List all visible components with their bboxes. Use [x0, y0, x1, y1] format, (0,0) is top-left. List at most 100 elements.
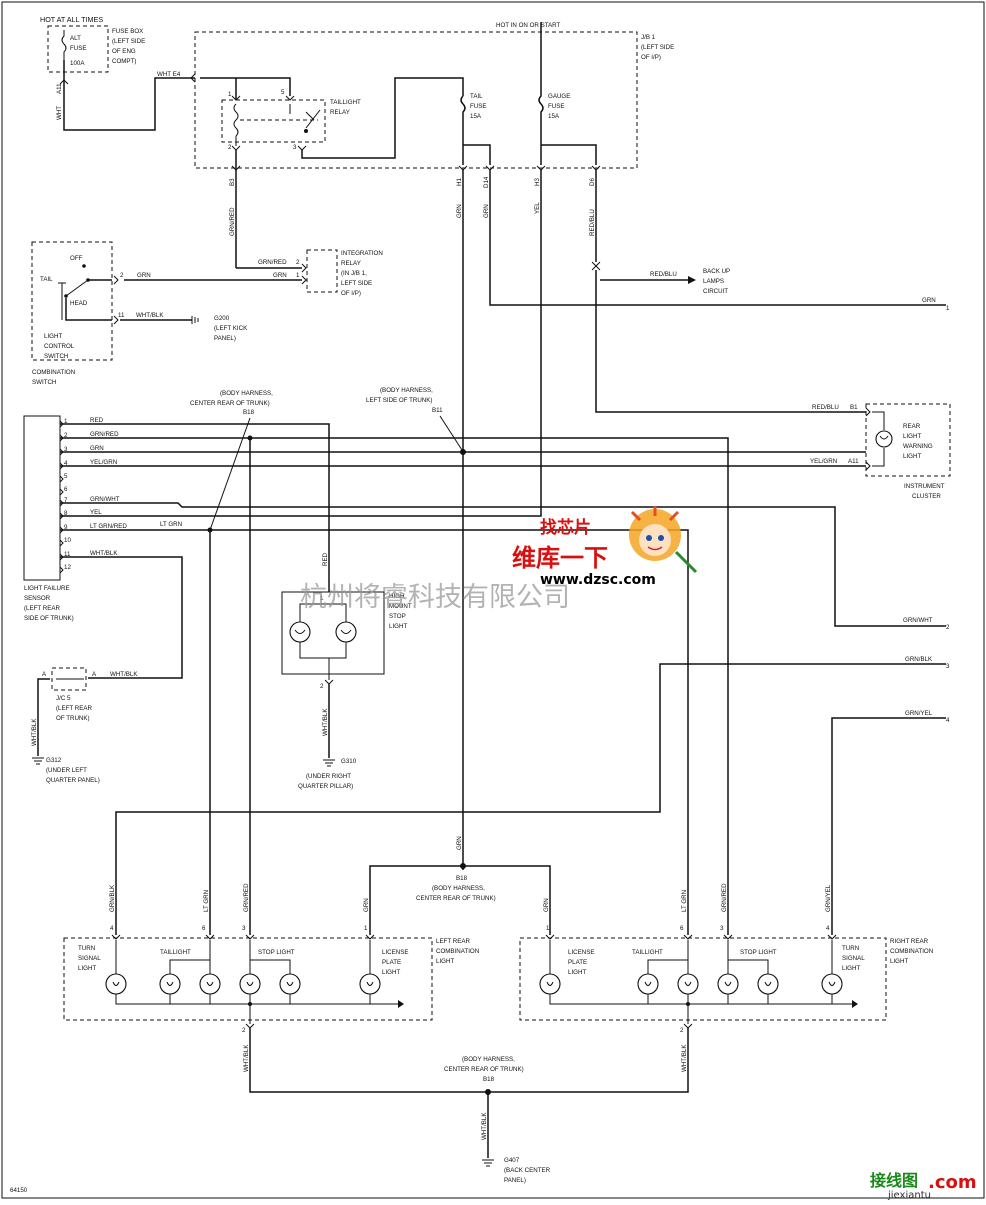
switch-pin11: 11	[118, 312, 125, 319]
wht-e4-label: WHT E4	[157, 71, 181, 78]
bottom-ground-bus: (BODY HARNESS, CENTER REAR OF TRUNK) B18…	[249, 1028, 689, 1184]
lc-wire-lt-grn: LT GRN	[203, 890, 210, 912]
jb1-label-3: OF I/P)	[641, 54, 661, 61]
sensor-pin-6: 6	[64, 486, 68, 493]
tail-fuse-label-3: 15A	[470, 113, 482, 120]
jc5-a-left: A	[42, 671, 47, 678]
rc-tail-lamp-1-icon	[637, 973, 659, 995]
grn-red-v-label: GRN/RED	[229, 207, 236, 236]
edge-wire-grn-wht: GRN/WHT	[903, 617, 933, 624]
bottom-b18-label-2: CENTER REAR OF TRUNK)	[444, 1066, 524, 1073]
switch-pin2: 2	[120, 272, 124, 279]
g312-label-2: (UNDER LEFT	[46, 767, 87, 774]
d6-label: D6	[589, 178, 596, 186]
rc-wire-grn-red: GRN/RED	[721, 883, 728, 912]
jc5-a-right: A	[92, 671, 97, 678]
g310-label-3: QUARTER PILLAR)	[298, 783, 353, 790]
switch-head-label: HEAD	[70, 300, 88, 307]
alt-fuse-icon	[61, 30, 67, 60]
ir-pin2: 2	[296, 259, 300, 266]
fuse-box-label-3: OF ENG	[112, 48, 136, 55]
sensor-label-2: SENSOR	[24, 595, 51, 602]
rc-wire-lt-grn: LT GRN	[681, 890, 688, 912]
dzsc-url-watermark: www.dzsc.com	[540, 572, 656, 588]
backup-label-3: CIRCUIT	[703, 288, 728, 295]
switch-wht-blk-label: WHT/BLK	[136, 312, 164, 319]
lc-license-2: PLATE	[382, 959, 401, 966]
jc5-label-1: J/C 5	[56, 695, 71, 702]
backup-label-1: BACK UP	[703, 268, 730, 275]
integration-relay-label-4: LEFT SIDE	[341, 280, 372, 287]
cluster-b1: B1	[850, 404, 858, 411]
hm-pin2: 2	[320, 683, 324, 690]
switch-tail-label: TAIL	[40, 276, 53, 283]
cluster-lamp-3: WARNING	[903, 443, 933, 450]
fuse-box-label-2: (LEFT SIDE	[112, 38, 145, 45]
fuse-box-label-1: FUSE BOX	[112, 28, 143, 35]
hm-pin1: 1	[320, 595, 324, 602]
rc-stop-label: STOP LIGHT	[740, 949, 777, 956]
cluster-yel-grn: YEL/GRN	[810, 458, 837, 465]
b18-upper-label-2: CENTER REAR OF TRUNK)	[190, 400, 270, 407]
fuse-box-label-4: COMPT)	[112, 58, 136, 65]
lc-label-3: LIGHT	[436, 958, 454, 965]
rc-turn-lamp-icon	[821, 973, 843, 995]
sensor-pin-10: 10	[64, 537, 71, 544]
g200-label-2: (LEFT KICK	[214, 325, 248, 332]
g200-label-1: G200	[214, 315, 230, 322]
sensor-pin-tick-8	[59, 512, 64, 520]
relay-pin-3: 3	[293, 144, 297, 151]
sensor-pin-tick-5	[59, 475, 64, 483]
tail-fuse-label-2: FUSE	[470, 103, 487, 110]
rc-outline	[519, 937, 887, 1021]
backup-label-2: LAMPS	[703, 278, 724, 285]
sensor-pin-tick-12	[59, 566, 64, 574]
rc-turn-3: LIGHT	[842, 965, 860, 972]
lc-stop-lamp-2-icon	[279, 973, 301, 995]
edge-num-1: 1	[946, 305, 950, 312]
sensor-wire-label-7: GRN/WHT	[90, 496, 120, 503]
ir-wire2-label: GRN	[273, 272, 287, 279]
jiexiantu-watermark: 接线图	[870, 1171, 918, 1190]
ir-pin1: 1	[296, 272, 300, 279]
rc-tail-lamp-2-icon	[677, 973, 699, 995]
lc-stop-label: STOP LIGHT	[258, 949, 295, 956]
sensor-wire-label-11: WHT/BLK	[90, 550, 118, 557]
center-b18-split: GRN B18 (BODY HARNESS, CENTER REAR OF TR…	[369, 836, 551, 935]
rc-label-2: COMBINATION	[890, 948, 933, 955]
g407-wire-label: WHT/BLK	[481, 1112, 488, 1140]
sensor-pin-2: 2	[64, 432, 68, 439]
edge-wire-grn-yel: GRN/YEL	[905, 710, 933, 717]
switch-label-1: LIGHT	[44, 333, 62, 340]
cluster-red-blu: RED/BLU	[812, 404, 839, 411]
tail-fuse-icon	[460, 95, 466, 165]
edge-wire-grn-blk: GRN/BLK	[905, 656, 933, 663]
g200-label-3: PANEL)	[214, 335, 236, 342]
hot-in-on-or-start-label: HOT IN ON OR START	[496, 22, 561, 29]
ground-g312-icon	[32, 757, 44, 765]
h3-label: H3	[534, 178, 541, 186]
cluster-lamp-2: LIGHT	[903, 433, 921, 440]
rc-label-3: LIGHT	[890, 958, 908, 965]
hm-label-1: HIGH	[389, 593, 404, 600]
rc-turn-1: TURN	[842, 945, 859, 952]
lc-tail-lamp-2-icon	[199, 973, 221, 995]
wire-red-sensor	[60, 423, 330, 592]
sensor-label-4: SIDE OF TRUNK)	[24, 615, 74, 622]
rc-license-3: LIGHT	[568, 969, 586, 976]
gauge-fuse-label-2: FUSE	[548, 103, 565, 110]
wire-grn-blk	[115, 663, 946, 935]
lc-turn-3: LIGHT	[78, 965, 96, 972]
jc5-label-2: (LEFT REAR	[56, 705, 93, 712]
backup-wire-label: RED/BLU	[650, 271, 677, 278]
bottom-b18-label-1: (BODY HARNESS,	[462, 1056, 515, 1063]
sensor-pin-5: 5	[64, 473, 68, 480]
sensor-pin-4: 4	[64, 460, 68, 467]
rc-gnd-wire: WHT/BLK	[681, 1044, 688, 1072]
tail-fuse-label-1: TAIL	[470, 93, 483, 100]
wire-grn-yel	[831, 717, 946, 935]
rc-wire-grn: GRN	[543, 898, 550, 912]
lc-turn-lamp-icon	[105, 973, 127, 995]
